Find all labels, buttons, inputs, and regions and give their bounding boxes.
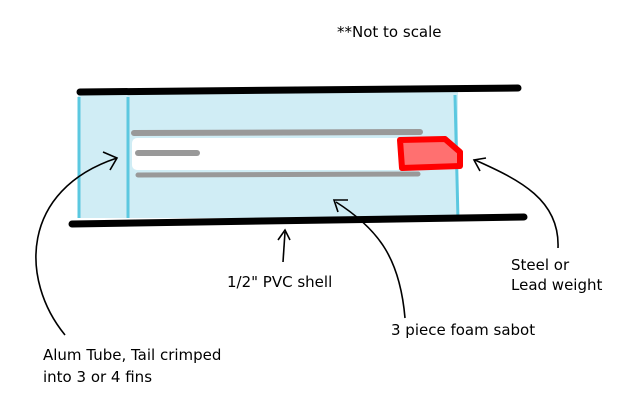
sabot-label: 3 piece foam sabot [391,321,536,339]
arrow-pvc [282,231,286,263]
pvc-shell-label: 1/2" PVC shell [227,273,333,291]
weight-label-line2: Lead weight [511,276,603,294]
arrow-sabot [335,201,406,319]
steel-lead-weight [397,136,463,171]
arrows [35,151,559,336]
tube-top-wall [131,129,423,136]
weight-label-line1: Steel or [511,256,570,274]
arrow-tube [35,157,118,336]
not-to-scale-note: **Not to scale [337,23,442,41]
aluminum-tube [132,138,402,170]
tube-label-line1: Alum Tube, Tail crimped [43,346,222,364]
tube-label-line2: into 3 or 4 fins [43,368,153,386]
pvc-shell-top [76,84,522,96]
arrow-weight [474,159,559,249]
tube-bottom-wall [135,171,421,178]
pvc-shell-bottom [68,213,528,228]
